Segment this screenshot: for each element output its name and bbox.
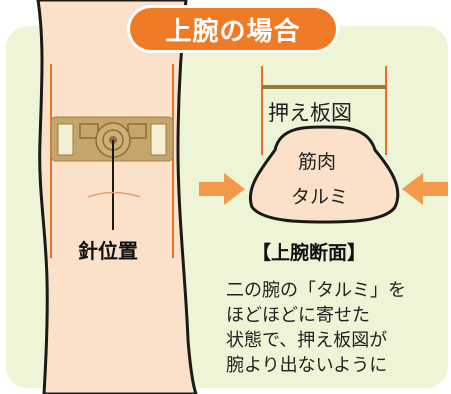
note-line: 腕より出ないように: [226, 355, 388, 376]
device: [50, 116, 174, 162]
board-bar: [262, 85, 386, 89]
arm-silhouette: [36, 0, 198, 394]
elbow-curve: [87, 191, 141, 198]
note-line: ほどほどに寄せた: [226, 305, 370, 326]
arm-cross-section: [249, 125, 400, 224]
note-line: 二の腕の「タルミ」を: [226, 280, 406, 301]
note-line: 状態で、押え板図が: [226, 330, 388, 351]
board-label: 押え板図: [268, 101, 352, 125]
needle-position-label: 針位置: [78, 239, 138, 263]
page-title: 上腕の場合: [130, 8, 336, 50]
left-arrow-icon: [199, 173, 245, 205]
right-arrow-icon: [402, 173, 448, 205]
section-heading: 【上腕断面】: [252, 242, 367, 264]
muscle-label: 筋肉: [298, 151, 337, 173]
fat-label: タルミ: [291, 186, 349, 208]
